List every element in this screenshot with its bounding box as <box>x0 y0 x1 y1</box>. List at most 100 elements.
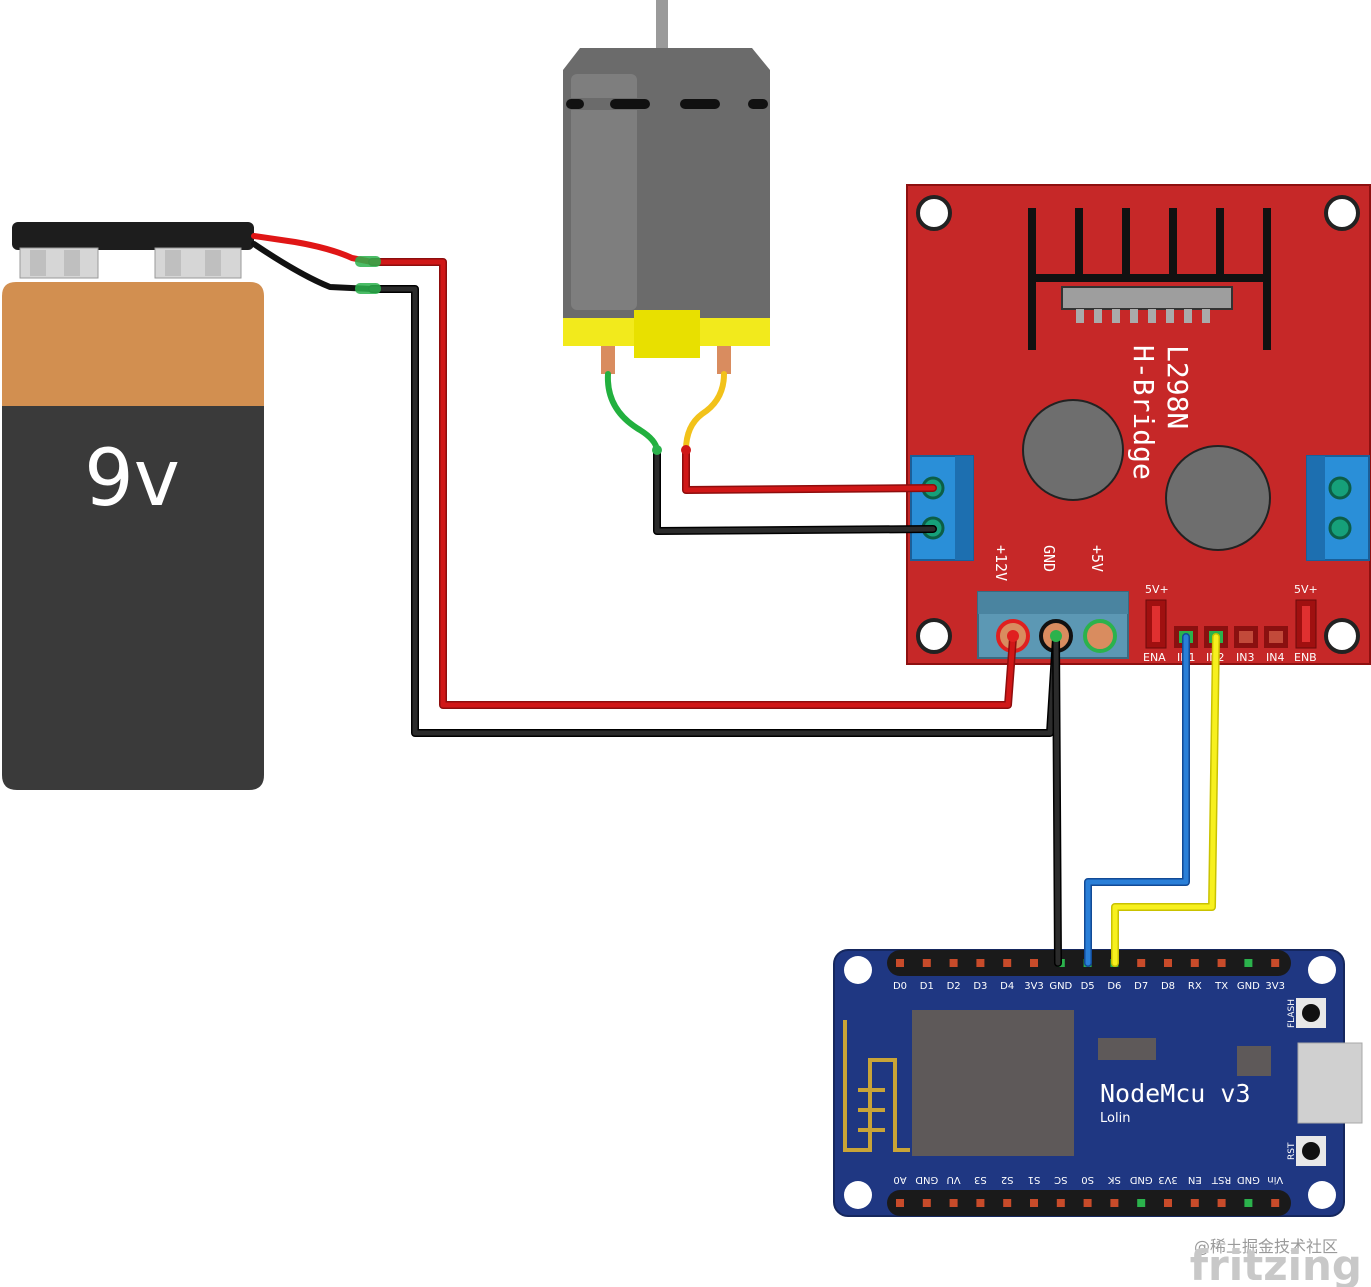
wire-endpoints <box>355 256 1062 642</box>
mount-hole <box>844 1181 872 1209</box>
fritzing-brand: fritzing <box>1190 1241 1362 1287</box>
pin-label-vu: VU <box>947 1174 961 1185</box>
pin-label-d4: D4 <box>1000 981 1014 992</box>
battery-lead-negative <box>251 241 375 292</box>
wire-in2-to-d6 <box>1111 633 1220 967</box>
pin-d1 <box>922 959 931 967</box>
pin-label-gnd: GND <box>1129 1174 1152 1185</box>
battery-copper-top <box>2 282 264 406</box>
label-gnd: GND <box>1040 545 1058 572</box>
pin-d2 <box>949 959 958 967</box>
l298n-chip <box>1061 286 1233 310</box>
esp8266-module <box>912 1010 1074 1156</box>
pin-label-enb: ENB <box>1294 651 1317 664</box>
pin-label-s3: S3 <box>974 1174 987 1185</box>
pin-d0 <box>896 959 904 967</box>
pin-rst <box>1217 1199 1226 1207</box>
l298n-type: H-Bridge <box>1127 345 1160 480</box>
wifi-antenna <box>843 1020 910 1152</box>
pin-label-rst: RST <box>1211 1174 1231 1185</box>
motor-terminal-b <box>717 346 731 374</box>
pin-label-d3: D3 <box>973 981 987 992</box>
flash-label: FLASH <box>1287 999 1297 1028</box>
battery-lead-positive <box>251 233 375 265</box>
pin-label-s2: S2 <box>1001 1174 1014 1185</box>
pin-label-s1: S1 <box>1028 1174 1041 1185</box>
pin-d7 <box>1137 959 1146 967</box>
nodemcu-name: NodeMcu v3 <box>1100 1079 1251 1108</box>
pin-s2 <box>1003 1199 1012 1207</box>
pin-label-3v3: 3V3 <box>1158 1174 1178 1185</box>
pin-label-tx: TX <box>1214 981 1228 992</box>
pin-d8 <box>1164 959 1172 967</box>
mount-hole <box>1324 195 1360 231</box>
pin-label-vin: Vin <box>1267 1174 1283 1185</box>
motor-lead-yellow <box>683 371 727 453</box>
pin-s0 <box>1083 1199 1092 1207</box>
wire-motor-a <box>682 446 937 494</box>
capacitor <box>1022 399 1124 501</box>
battery-terminal-negative <box>19 247 99 279</box>
pin-tx <box>1217 959 1226 967</box>
pin-label-sk: SK <box>1108 1174 1121 1185</box>
pin-label-rx: RX <box>1188 981 1202 992</box>
chip <box>1098 1038 1156 1060</box>
pin-en <box>1190 1199 1199 1207</box>
motor-terminal-a <box>601 346 615 374</box>
pin-d4 <box>1003 959 1012 967</box>
motor-a-terminal-block <box>910 455 974 561</box>
pin-label-ena: ENA <box>1143 651 1166 664</box>
pin-label-d8: D8 <box>1161 981 1175 992</box>
pin-label-a0: A0 <box>893 1174 906 1185</box>
motor-shaft <box>656 0 668 48</box>
mount-hole <box>1308 1181 1336 1209</box>
rst-label: RST <box>1287 1142 1297 1160</box>
pin-sk <box>1110 1199 1119 1207</box>
pin-label-sc: SC <box>1054 1174 1067 1185</box>
pin-s1 <box>1030 1199 1038 1207</box>
pin-label-gnd: GND <box>915 1174 938 1185</box>
pin-label-d7: D7 <box>1134 981 1148 992</box>
mount-hole <box>1308 956 1336 984</box>
mount-hole <box>916 618 952 654</box>
pin-3v3 <box>1030 959 1038 967</box>
battery-cap <box>12 222 254 250</box>
label-5v-jumper-a: 5V+ <box>1145 583 1169 596</box>
nodemcu-maker: Lolin <box>1100 1111 1130 1126</box>
pin-label-gnd: GND <box>1237 981 1260 992</box>
pin-label-in4: IN4 <box>1266 651 1284 664</box>
watermark: @稀土掘金技术社区 <box>1194 1237 1338 1256</box>
battery-body <box>2 406 264 790</box>
pin-a0 <box>896 1199 904 1207</box>
motor-b-terminal-block <box>1306 455 1370 561</box>
pin-3v3 <box>1271 959 1280 967</box>
wires <box>251 233 1220 967</box>
label-12v: +12V <box>992 545 1010 581</box>
pin-gnd <box>1244 959 1253 967</box>
battery-voltage-label: 9v <box>84 434 180 524</box>
pin-label-d1: D1 <box>920 981 934 992</box>
pin-gnd <box>1137 1199 1146 1207</box>
pin-d3 <box>976 959 985 967</box>
pin-label-d2: D2 <box>947 981 961 992</box>
pin-label-s0: S0 <box>1081 1174 1094 1185</box>
pin-label-gnd: GND <box>1049 981 1072 992</box>
l298n-board: L298N H-Bridge +12V GND +5V <box>906 184 1371 665</box>
pin-label-d5: D5 <box>1081 981 1095 992</box>
usb-port <box>1297 1042 1363 1124</box>
pin-sc <box>1056 1199 1065 1207</box>
pin-gnd <box>922 1199 931 1207</box>
battery-terminal-positive <box>154 247 242 279</box>
wire-in1-to-d5 <box>1084 633 1190 967</box>
pin-gnd <box>1244 1199 1253 1207</box>
pin-s3 <box>976 1199 985 1207</box>
pin-label-en: EN <box>1188 1174 1202 1185</box>
pin-label-gnd: GND <box>1237 1174 1260 1185</box>
pin-rx <box>1190 959 1199 967</box>
pin-label-3v3: 3V3 <box>1024 981 1044 992</box>
pin-label-in3: IN3 <box>1236 651 1254 664</box>
mount-hole <box>1324 618 1360 654</box>
label-5v: +5V <box>1088 545 1106 572</box>
